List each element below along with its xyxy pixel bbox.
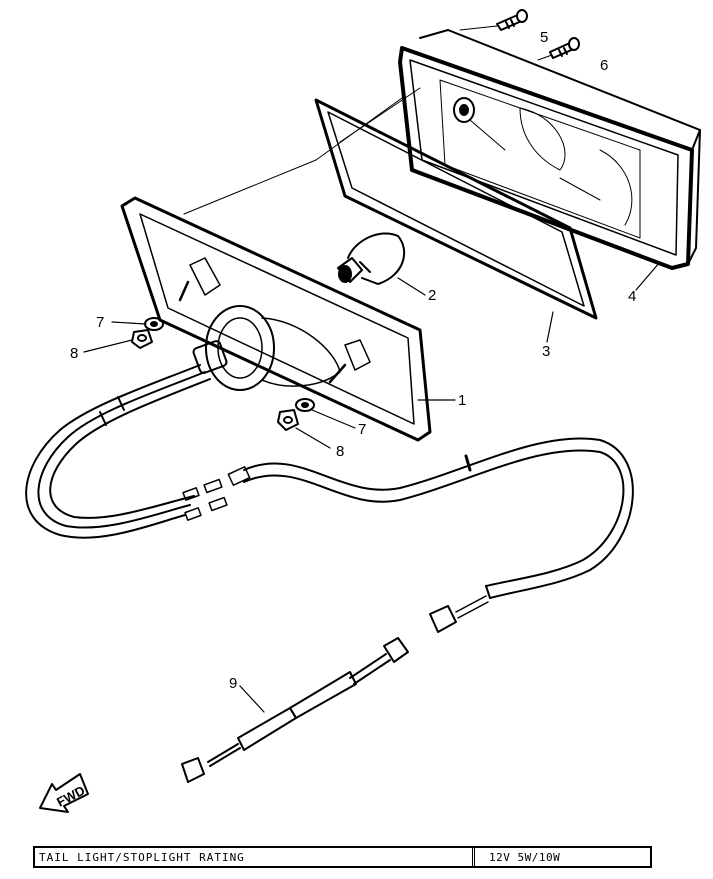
forward-arrow-icon: FWD [39,773,89,813]
callout-2: 2 [428,287,436,304]
main-harness-cable [243,437,634,633]
bulb [337,232,406,285]
screw-5 [496,9,528,31]
callout-1: 1 [458,392,466,409]
fwd-label: FWD [54,783,87,810]
rating-table: TAIL LIGHT/STOPLIGHT RATING 12V 5W/10W [33,846,652,868]
lens-gasket [314,98,598,320]
callout-8-left: 8 [70,345,78,362]
callout-6: 6 [600,57,608,74]
lens-housing [398,29,701,270]
callout-7-right: 7 [358,421,366,438]
washer-7-left [144,317,164,331]
callout-5: 5 [540,29,548,46]
nut-8-right [277,409,299,431]
rating-label: TAIL LIGHT/STOPLIGHT RATING [35,848,475,866]
callout-9: 9 [229,675,237,692]
light-wire-harness [25,364,251,539]
rating-value: 12V 5W/10W [489,851,561,864]
callout-3: 3 [542,343,550,360]
screw-6 [549,37,580,59]
sub-harness-9 [181,637,409,783]
assembly-guide-lines [183,25,553,215]
callout-7-left: 7 [96,314,104,331]
washer-7-right [295,398,315,412]
callout-8-right: 8 [336,443,344,460]
callout-4: 4 [628,288,636,305]
nut-8-left [131,329,153,349]
base-plate [120,196,432,442]
callout-leaders [83,261,661,713]
